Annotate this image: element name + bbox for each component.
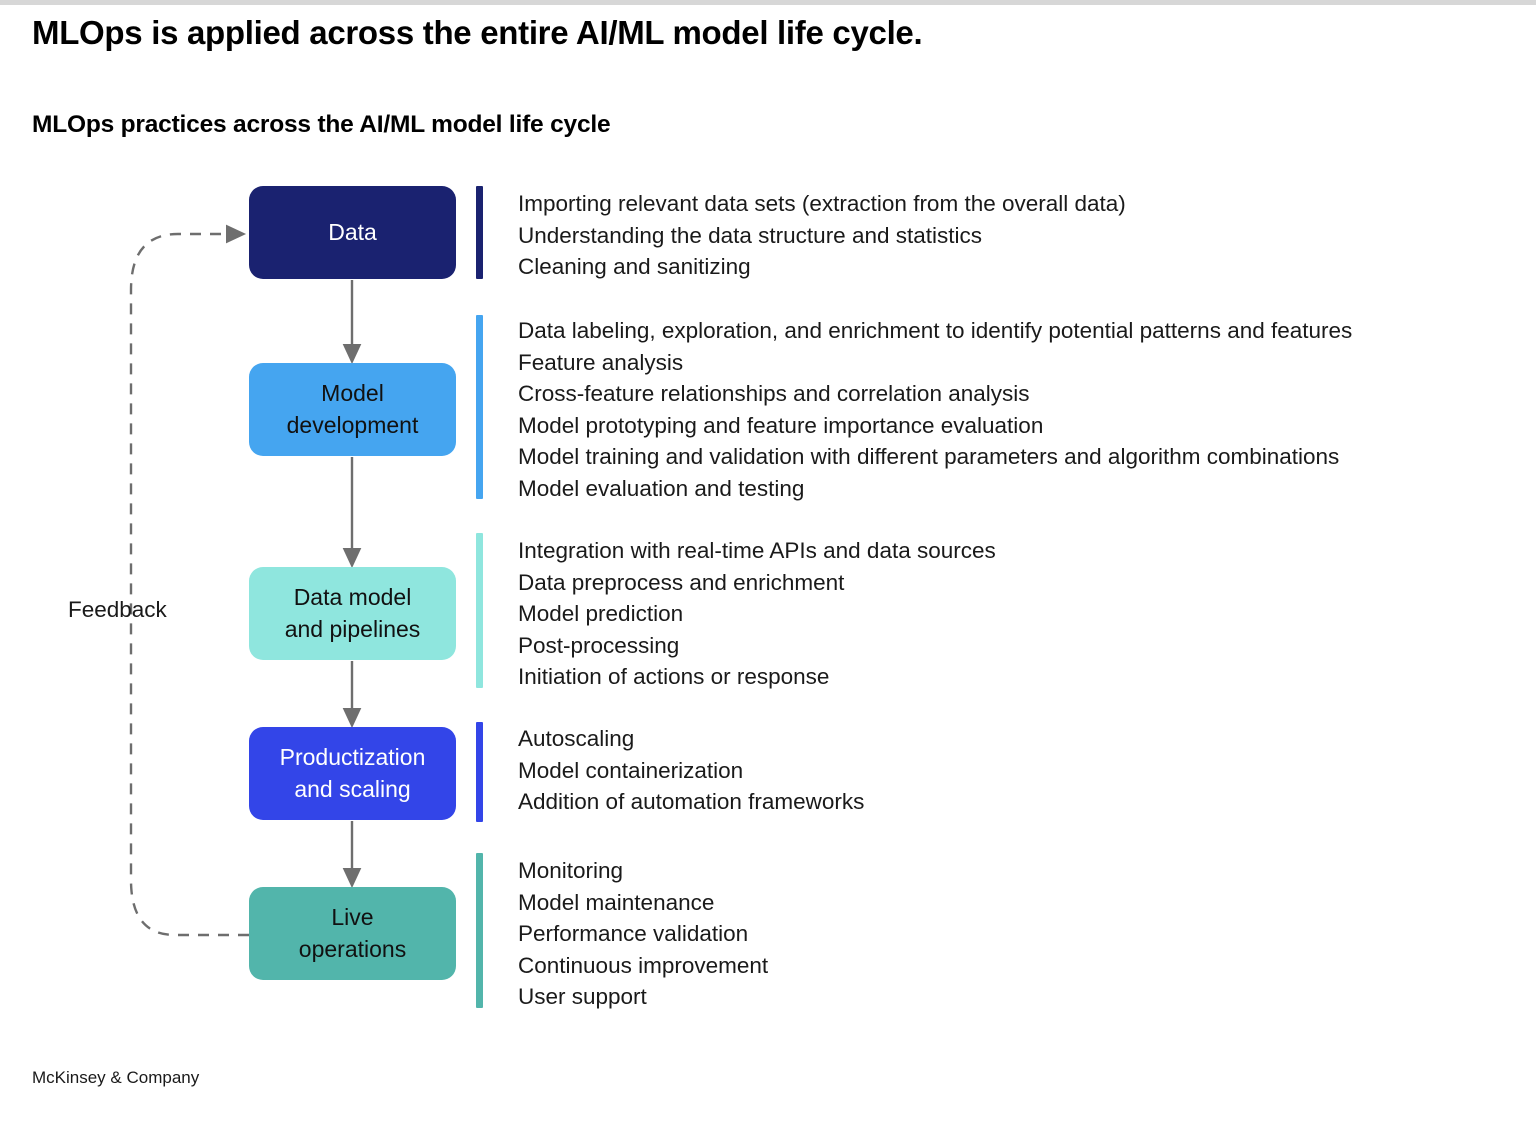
detail-line: User support (518, 984, 647, 1010)
page-title: MLOps is applied across the entire AI/ML… (32, 14, 923, 51)
detail-line: Initiation of actions or response (518, 664, 830, 690)
detail-line: Model prototyping and feature importance… (518, 412, 1044, 438)
detail-line: Data preprocess and enrichment (518, 569, 845, 595)
detail-line: Model training and validation with diffe… (518, 444, 1340, 470)
detail-line: Cross-feature relationships and correlat… (518, 381, 1030, 407)
detail-line: Integration with real-time APIs and data… (518, 538, 996, 563)
flow-connectors-svg (129, 224, 362, 937)
accent-bar-data-model-and-pipelines (476, 533, 483, 688)
detail-list-data: Importing relevant data sets (extraction… (518, 188, 1126, 283)
detail-line: Addition of automation frameworks (518, 789, 865, 815)
detail-list-model-development: Data labeling, exploration, and enrichme… (518, 315, 1352, 505)
detail-line: Performance validation (518, 921, 749, 947)
detail-line: Autoscaling (518, 726, 635, 751)
detail-line: Continuous improvement (518, 952, 769, 978)
accent-bar-model-development (476, 315, 483, 499)
feedback-loop-dashed-arrow (129, 224, 249, 937)
detail-line: Model prediction (518, 601, 684, 627)
top-strip-divider (0, 0, 1536, 5)
exhibit-subtitle: MLOps practices across the AI/ML model l… (32, 111, 611, 138)
feedback-label: Feedback (68, 597, 167, 622)
stage-label-data: Data (328, 218, 377, 245)
detail-line: Model evaluation and testing (518, 475, 805, 501)
detail-line: Data labeling, exploration, and enrichme… (518, 318, 1353, 343)
detail-line: Model containerization (518, 757, 744, 783)
stage-box-data[interactable]: Data (249, 186, 456, 279)
detail-line: Feature analysis (518, 349, 684, 375)
accent-bar-live-operations (476, 853, 483, 1008)
detail-line: Importing relevant data sets (extraction… (518, 191, 1126, 216)
accent-bar-productization-and-scaling (476, 722, 483, 822)
mlops-flow-diagram: Feedback Data Importing relevant data se… (0, 160, 1536, 1040)
detail-line: Model maintenance (518, 889, 715, 915)
footer-brand: McKinsey & Company (32, 1068, 200, 1087)
detail-line: Cleaning and sanitizing (518, 254, 751, 280)
detail-line: Monitoring (518, 858, 624, 883)
detail-line: Post-processing (518, 632, 680, 658)
detail-list-data-model-and-pipelines: Integration with real-time APIs and data… (518, 535, 996, 693)
detail-line: Understanding the data structure and sta… (518, 222, 983, 248)
accent-bar-data (476, 186, 483, 279)
